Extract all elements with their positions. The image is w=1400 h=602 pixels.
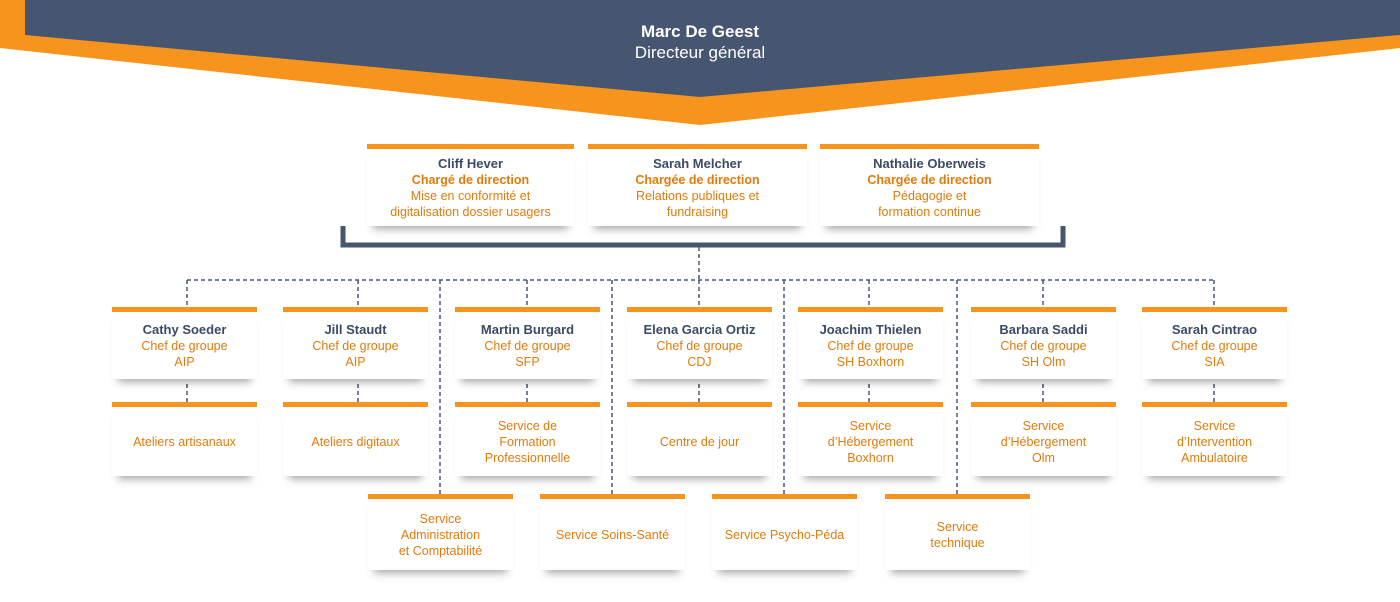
- manager-role: Chef de groupe: [1000, 338, 1087, 353]
- support-card-psycho-peda: Service Psycho-Péda: [712, 494, 857, 570]
- service-card-hebergement-boxhorn: Service d’Hébergement Boxhorn: [798, 402, 943, 476]
- banner-navy-band: [25, 0, 1400, 97]
- manager-unit: SFP: [515, 354, 540, 369]
- manager-role: Chef de groupe: [656, 338, 743, 353]
- manager-card-joachim-thielen: Joachim Thielen Chef de groupe SH Boxhor…: [798, 307, 943, 379]
- direction-title: Chargée de direction: [635, 172, 760, 187]
- support-card-administration: Service Administration et Comptabilité: [368, 494, 513, 570]
- manager-unit: AIP: [174, 354, 195, 369]
- direction-name: Cliff Hever: [437, 155, 504, 171]
- manager-role: Chef de groupe: [484, 338, 571, 353]
- direction-bracket: [340, 226, 1066, 248]
- service-card-centre-de-jour: Centre de jour: [627, 402, 772, 476]
- manager-unit: SH Olm: [1021, 354, 1066, 369]
- manager-name: Barbara Saddi: [999, 321, 1088, 337]
- manager-name: Jill Staudt: [324, 321, 387, 337]
- service-label: Centre de jour: [659, 434, 740, 449]
- service-card-hebergement-olm: Service d’Hébergement Olm: [971, 402, 1116, 476]
- support-label: Service technique: [930, 519, 985, 550]
- support-card-soins-sante: Service Soins-Santé: [540, 494, 685, 570]
- support-card-technique: Service technique: [885, 494, 1030, 570]
- manager-unit: CDJ: [687, 354, 712, 369]
- manager-card-cathy-soeder: Cathy Soeder Chef de groupe AIP: [112, 307, 257, 379]
- manager-role: Chef de groupe: [1171, 338, 1258, 353]
- manager-unit: SIA: [1204, 354, 1225, 369]
- manager-name: Joachim Thielen: [819, 321, 922, 337]
- service-label: Service d’Intervention Ambulatoire: [1176, 418, 1253, 465]
- service-label: Service de Formation Professionnelle: [484, 418, 571, 465]
- manager-name: Sarah Cintrao: [1171, 321, 1258, 337]
- direction-desc: Relations publiques et fundraising: [636, 188, 759, 219]
- manager-name: Martin Burgard: [480, 321, 575, 337]
- manager-role: Chef de groupe: [312, 338, 399, 353]
- service-card-intervention-ambulatoire: Service d’Intervention Ambulatoire: [1142, 402, 1287, 476]
- direction-desc: Pédagogie et formation continue: [878, 188, 981, 219]
- support-label: Service Psycho-Péda: [724, 527, 845, 542]
- manager-role: Chef de groupe: [141, 338, 228, 353]
- support-label: Service Administration et Comptabilité: [398, 511, 483, 558]
- service-card-ateliers-digitaux: Ateliers digitaux: [283, 402, 428, 476]
- service-label: Service d’Hébergement Boxhorn: [827, 418, 914, 465]
- service-label: Service d’Hébergement Olm: [1000, 418, 1087, 465]
- director-block: Marc De Geest Directeur général: [0, 22, 1400, 64]
- manager-card-sarah-cintrao: Sarah Cintrao Chef de groupe SIA: [1142, 307, 1287, 379]
- header-banner: [0, 0, 1400, 125]
- direction-title: Chargé de direction: [411, 172, 530, 187]
- service-card-formation-professionnelle: Service de Formation Professionnelle: [455, 402, 600, 476]
- manager-role: Chef de groupe: [827, 338, 914, 353]
- director-role: Directeur général: [634, 43, 766, 62]
- manager-card-martin-burgard: Martin Burgard Chef de groupe SFP: [455, 307, 600, 379]
- manager-card-barbara-saddi: Barbara Saddi Chef de groupe SH Olm: [971, 307, 1116, 379]
- support-label: Service Soins-Santé: [555, 527, 670, 542]
- direction-card-nathalie-oberweis: Nathalie Oberweis Chargée de direction P…: [820, 144, 1039, 226]
- director-name: Marc De Geest: [640, 22, 760, 41]
- direction-name: Sarah Melcher: [653, 155, 742, 171]
- service-label: Ateliers artisanaux: [133, 434, 236, 449]
- manager-unit: SH Boxhorn: [836, 354, 905, 369]
- direction-card-sarah-melcher: Sarah Melcher Chargée de direction Relat…: [588, 144, 807, 226]
- manager-name: Cathy Soeder: [142, 321, 227, 337]
- service-label: Ateliers digitaux: [311, 434, 400, 449]
- manager-name: Elena Garcia Ortiz: [643, 321, 756, 337]
- manager-unit: AIP: [345, 354, 366, 369]
- direction-title: Chargée de direction: [867, 172, 992, 187]
- direction-desc: Mise en conformité et digitalisation dos…: [390, 188, 551, 219]
- direction-card-cliff-hever: Cliff Hever Chargé de direction Mise en …: [367, 144, 574, 226]
- direction-name: Nathalie Oberweis: [873, 155, 986, 171]
- manager-card-elena-garcia-ortiz: Elena Garcia Ortiz Chef de groupe CDJ: [627, 307, 772, 379]
- manager-card-jill-staudt: Jill Staudt Chef de groupe AIP: [283, 307, 428, 379]
- service-card-ateliers-artisanaux: Ateliers artisanaux: [112, 402, 257, 476]
